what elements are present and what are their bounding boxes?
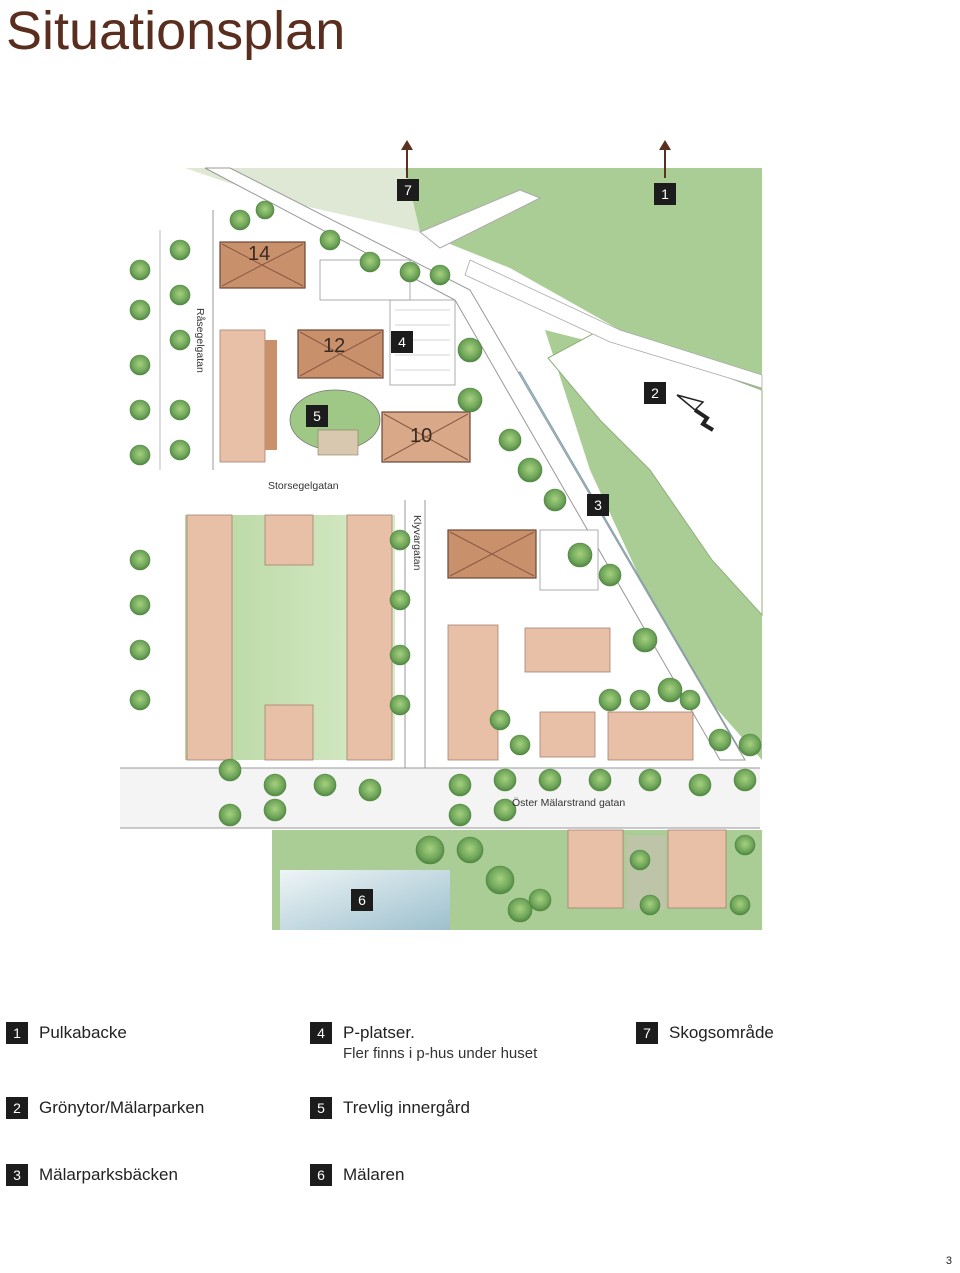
building-sw-east <box>346 514 393 761</box>
road-storsegelgatan <box>185 470 425 500</box>
building-sw-west <box>186 514 233 761</box>
building-mid <box>447 529 537 579</box>
building-sw-south <box>264 704 314 761</box>
legend-label: P-platser. <box>343 1023 415 1042</box>
building-label-14: 14 <box>248 243 271 265</box>
street-label-klyvargatan: Klyvargatan <box>411 515 423 571</box>
building-east-long <box>447 624 499 761</box>
map-marker-6: 6 <box>351 889 373 911</box>
map-marker-2: 2 <box>644 382 666 404</box>
arrow-up-icon-7 <box>401 140 413 178</box>
legend-label: Pulkabacke <box>39 1023 127 1042</box>
building-label-10: 10 <box>410 425 433 447</box>
trees <box>129 200 762 923</box>
legend-badge: 3 <box>6 1164 28 1186</box>
legend-item-3: 3 Mälarparksbäcken <box>6 1164 178 1186</box>
legend-badge: 5 <box>310 1097 332 1119</box>
building-label-12: 12 <box>323 335 346 357</box>
arrow-up-icon-1 <box>659 140 671 178</box>
legend-label: Mälaren <box>343 1165 405 1184</box>
building-west <box>219 329 266 463</box>
legend-badge: 6 <box>310 1164 332 1186</box>
legend-label: Skogsområde <box>669 1023 774 1042</box>
building-south-2 <box>667 829 727 909</box>
legend-item-5: 5 Trevlig innergård <box>310 1097 470 1119</box>
legend-label: Mälarparksbäcken <box>39 1165 178 1184</box>
legend-item-4: 4 P-platser. Fler finns i p-hus under hu… <box>310 1022 537 1064</box>
building-east-2 <box>607 711 694 761</box>
building-east-1 <box>524 627 611 673</box>
legend-item-7: 7 Skogsområde <box>636 1022 774 1044</box>
legend-badge: 2 <box>6 1097 28 1119</box>
legend-sublabel: Fler finns i p-hus under huset <box>343 1045 538 1062</box>
page-title: Situationsplan <box>6 1 346 61</box>
page-number: 3 <box>945 1255 952 1267</box>
street-label-oster-malarstrand: Öster Mälarstrand gatan <box>512 797 626 809</box>
map-marker-7: 7 <box>397 179 419 201</box>
building-sw-north <box>264 514 314 566</box>
parking-north <box>319 259 411 301</box>
legend-item-6: 6 Mälaren <box>310 1164 404 1186</box>
north-arrow-icon <box>676 394 715 432</box>
building-south-1 <box>567 829 624 909</box>
map-marker-4: 4 <box>391 331 413 353</box>
legend-item-1: 1 Pulkabacke <box>6 1022 127 1044</box>
green-area-north <box>405 168 762 385</box>
road-malarstrand <box>120 768 760 828</box>
legend-label: Grönytor/Mälarparken <box>39 1098 205 1117</box>
green-strip <box>185 168 420 232</box>
road-diagonal-2 <box>419 189 542 249</box>
map-marker-1: 1 <box>654 183 676 205</box>
map-marker-3: 3 <box>587 494 609 516</box>
street-label-rasegelgatan: Råsegelgatan <box>194 308 206 373</box>
path-east <box>464 259 763 389</box>
legend-badge: 1 <box>6 1022 28 1044</box>
legend-badge: 7 <box>636 1022 658 1044</box>
legend-item-2: 2 Grönytor/Mälarparken <box>6 1097 204 1119</box>
map-marker-5: 5 <box>306 405 328 427</box>
building-pavilion <box>539 711 596 758</box>
legend-label: Trevlig innergård <box>343 1098 470 1117</box>
street-label-storsegelgatan: Storsegelgatan <box>268 480 339 492</box>
legend-badge: 4 <box>310 1022 332 1044</box>
